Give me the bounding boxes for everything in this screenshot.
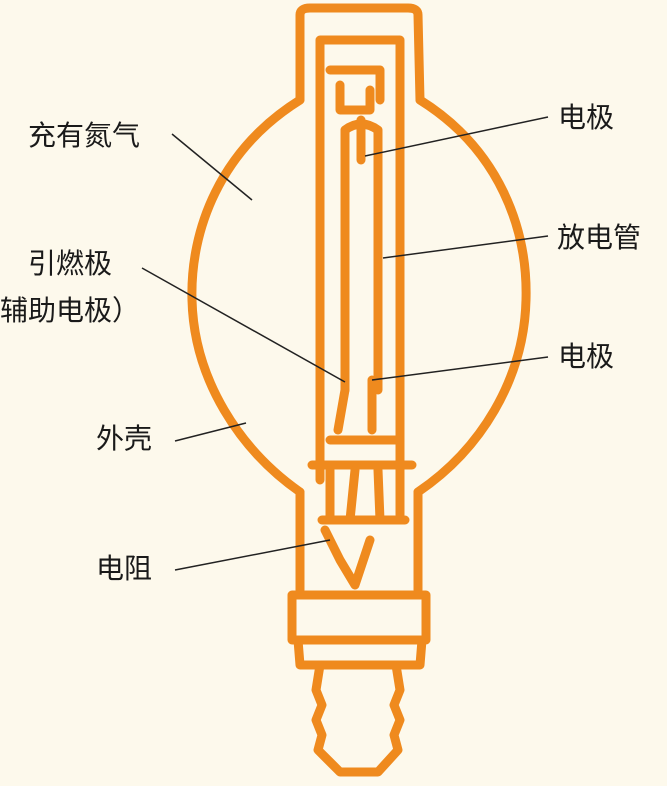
leader-gas [171, 133, 253, 201]
leader-discharge-tube [382, 235, 549, 259]
outer-shell-shape [187, 95, 531, 497]
screw-base [311, 660, 405, 777]
leader-outer-shell [174, 422, 247, 442]
lower-neck [295, 487, 423, 595]
label-outer-shell: 外壳 [96, 422, 153, 455]
lower-electrodes [307, 375, 417, 470]
label-gas: 充有氮气 [28, 119, 141, 152]
label-discharge-tube: 放电管 [557, 221, 642, 254]
label-electrode-top: 电极 [558, 101, 615, 134]
label-igniter-line1: 引燃极 [28, 247, 113, 280]
label-resistor: 电阻 [96, 552, 153, 585]
label-igniter-line2: 辅助电极） [0, 294, 141, 327]
top-neck [295, 3, 425, 105]
base [287, 590, 431, 670]
leader-electrode-bottom [371, 356, 549, 381]
label-electrode-bottom: 电极 [558, 340, 615, 373]
leader-resistor [174, 539, 331, 571]
leader-electrode-top [364, 116, 549, 157]
leader-igniter [141, 267, 346, 383]
leader-lines [141, 116, 549, 571]
